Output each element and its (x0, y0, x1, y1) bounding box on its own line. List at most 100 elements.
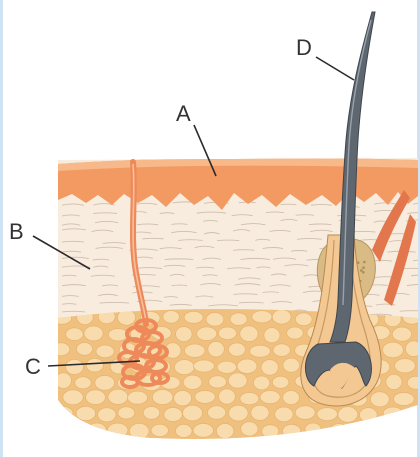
fat-cell (163, 311, 180, 324)
fat-cell (207, 406, 225, 419)
fat-cell (63, 390, 83, 405)
fat-cell (183, 405, 203, 421)
fat-cell (240, 326, 258, 342)
fat-cell (396, 421, 412, 437)
sebaceous-dot (360, 269, 363, 272)
fat-cell (98, 408, 116, 422)
fat-cell (240, 392, 259, 404)
fat-cell (206, 313, 224, 327)
fat-cell (183, 375, 202, 389)
fat-cell (217, 361, 236, 373)
fat-cell (395, 359, 416, 373)
leader-line-d (316, 57, 354, 80)
fat-cell (174, 390, 192, 405)
fat-cell (143, 406, 160, 419)
fat-cell (151, 424, 168, 436)
fat-cell (383, 342, 404, 358)
fat-cell (260, 390, 280, 403)
dermis-fiber (142, 238, 163, 239)
fat-cell (393, 392, 414, 405)
fat-cell (95, 375, 115, 390)
fat-cell (176, 424, 193, 437)
fat-cell (193, 360, 214, 372)
fat-cell (107, 423, 128, 437)
fat-cell (66, 328, 83, 341)
fat-cell (261, 360, 278, 376)
fat-cell (193, 423, 213, 437)
fat-cell (407, 376, 420, 389)
fat-cell (317, 408, 337, 421)
fat-cell (253, 376, 269, 390)
fat-cell (176, 327, 192, 342)
fat-cell (262, 425, 279, 438)
fat-cell (392, 327, 411, 341)
fat-cell (275, 407, 293, 422)
fat-cell (76, 406, 96, 420)
fat-cell (283, 358, 300, 372)
fat-cell (108, 389, 128, 404)
label-a: A (176, 103, 191, 125)
fat-cell (216, 423, 234, 438)
fat-cell (55, 373, 71, 389)
fat-cell (174, 360, 194, 375)
fat-cell (197, 327, 217, 341)
fat-cell (219, 389, 236, 404)
fat-cell (52, 406, 73, 420)
fat-cell (241, 422, 258, 436)
fat-cell (272, 310, 291, 325)
fat-cell (330, 424, 348, 437)
sebaceous-dot (363, 261, 366, 264)
fat-cell (195, 390, 215, 403)
fat-cell (63, 423, 80, 436)
fat-cell (407, 407, 420, 422)
fat-cell (228, 343, 245, 356)
fat-cell (338, 407, 358, 423)
fat-cell (86, 358, 103, 372)
fat-cell (76, 343, 92, 356)
fat-cell (209, 376, 227, 388)
fat-cell (252, 311, 272, 323)
dermis-fiber (411, 275, 420, 276)
fat-cell (386, 374, 402, 389)
fat-cell (118, 407, 135, 419)
fat-cell (272, 376, 289, 388)
fat-cell (218, 327, 236, 340)
fat-cell (287, 327, 304, 339)
fat-cell (87, 423, 106, 438)
fat-cell (96, 345, 114, 358)
fat-cell (273, 344, 290, 357)
fat-cell (237, 359, 257, 374)
fat-cell (250, 345, 271, 357)
fat-cell (75, 377, 92, 389)
fat-cell (229, 405, 249, 421)
fat-cell (128, 391, 148, 404)
fat-cell (373, 424, 390, 437)
fat-cell (152, 390, 173, 405)
sebaceous-dot (362, 271, 365, 274)
fat-cell (52, 343, 70, 356)
fat-cell (86, 390, 106, 405)
sebaceous-dot (362, 266, 365, 269)
fat-cell (84, 326, 103, 341)
fat-cell (295, 406, 315, 420)
fat-cell (164, 407, 182, 421)
fat-cell (359, 408, 377, 423)
fat-cell (283, 390, 300, 404)
fat-cell (251, 405, 269, 420)
fat-cell (108, 328, 127, 341)
fat-cell (208, 341, 225, 356)
fat-cell (228, 373, 247, 388)
fat-cell (305, 423, 321, 435)
label-c: C (25, 356, 41, 378)
fat-cell (264, 328, 280, 343)
fat-cell (129, 423, 149, 439)
fat-cell (370, 392, 389, 407)
fat-cell (295, 313, 312, 326)
fat-cell (230, 313, 247, 326)
fat-cell (66, 359, 84, 374)
label-b: B (9, 221, 24, 243)
fat-cell (283, 424, 301, 438)
fat-cell (349, 422, 366, 437)
label-d: D (296, 37, 312, 59)
